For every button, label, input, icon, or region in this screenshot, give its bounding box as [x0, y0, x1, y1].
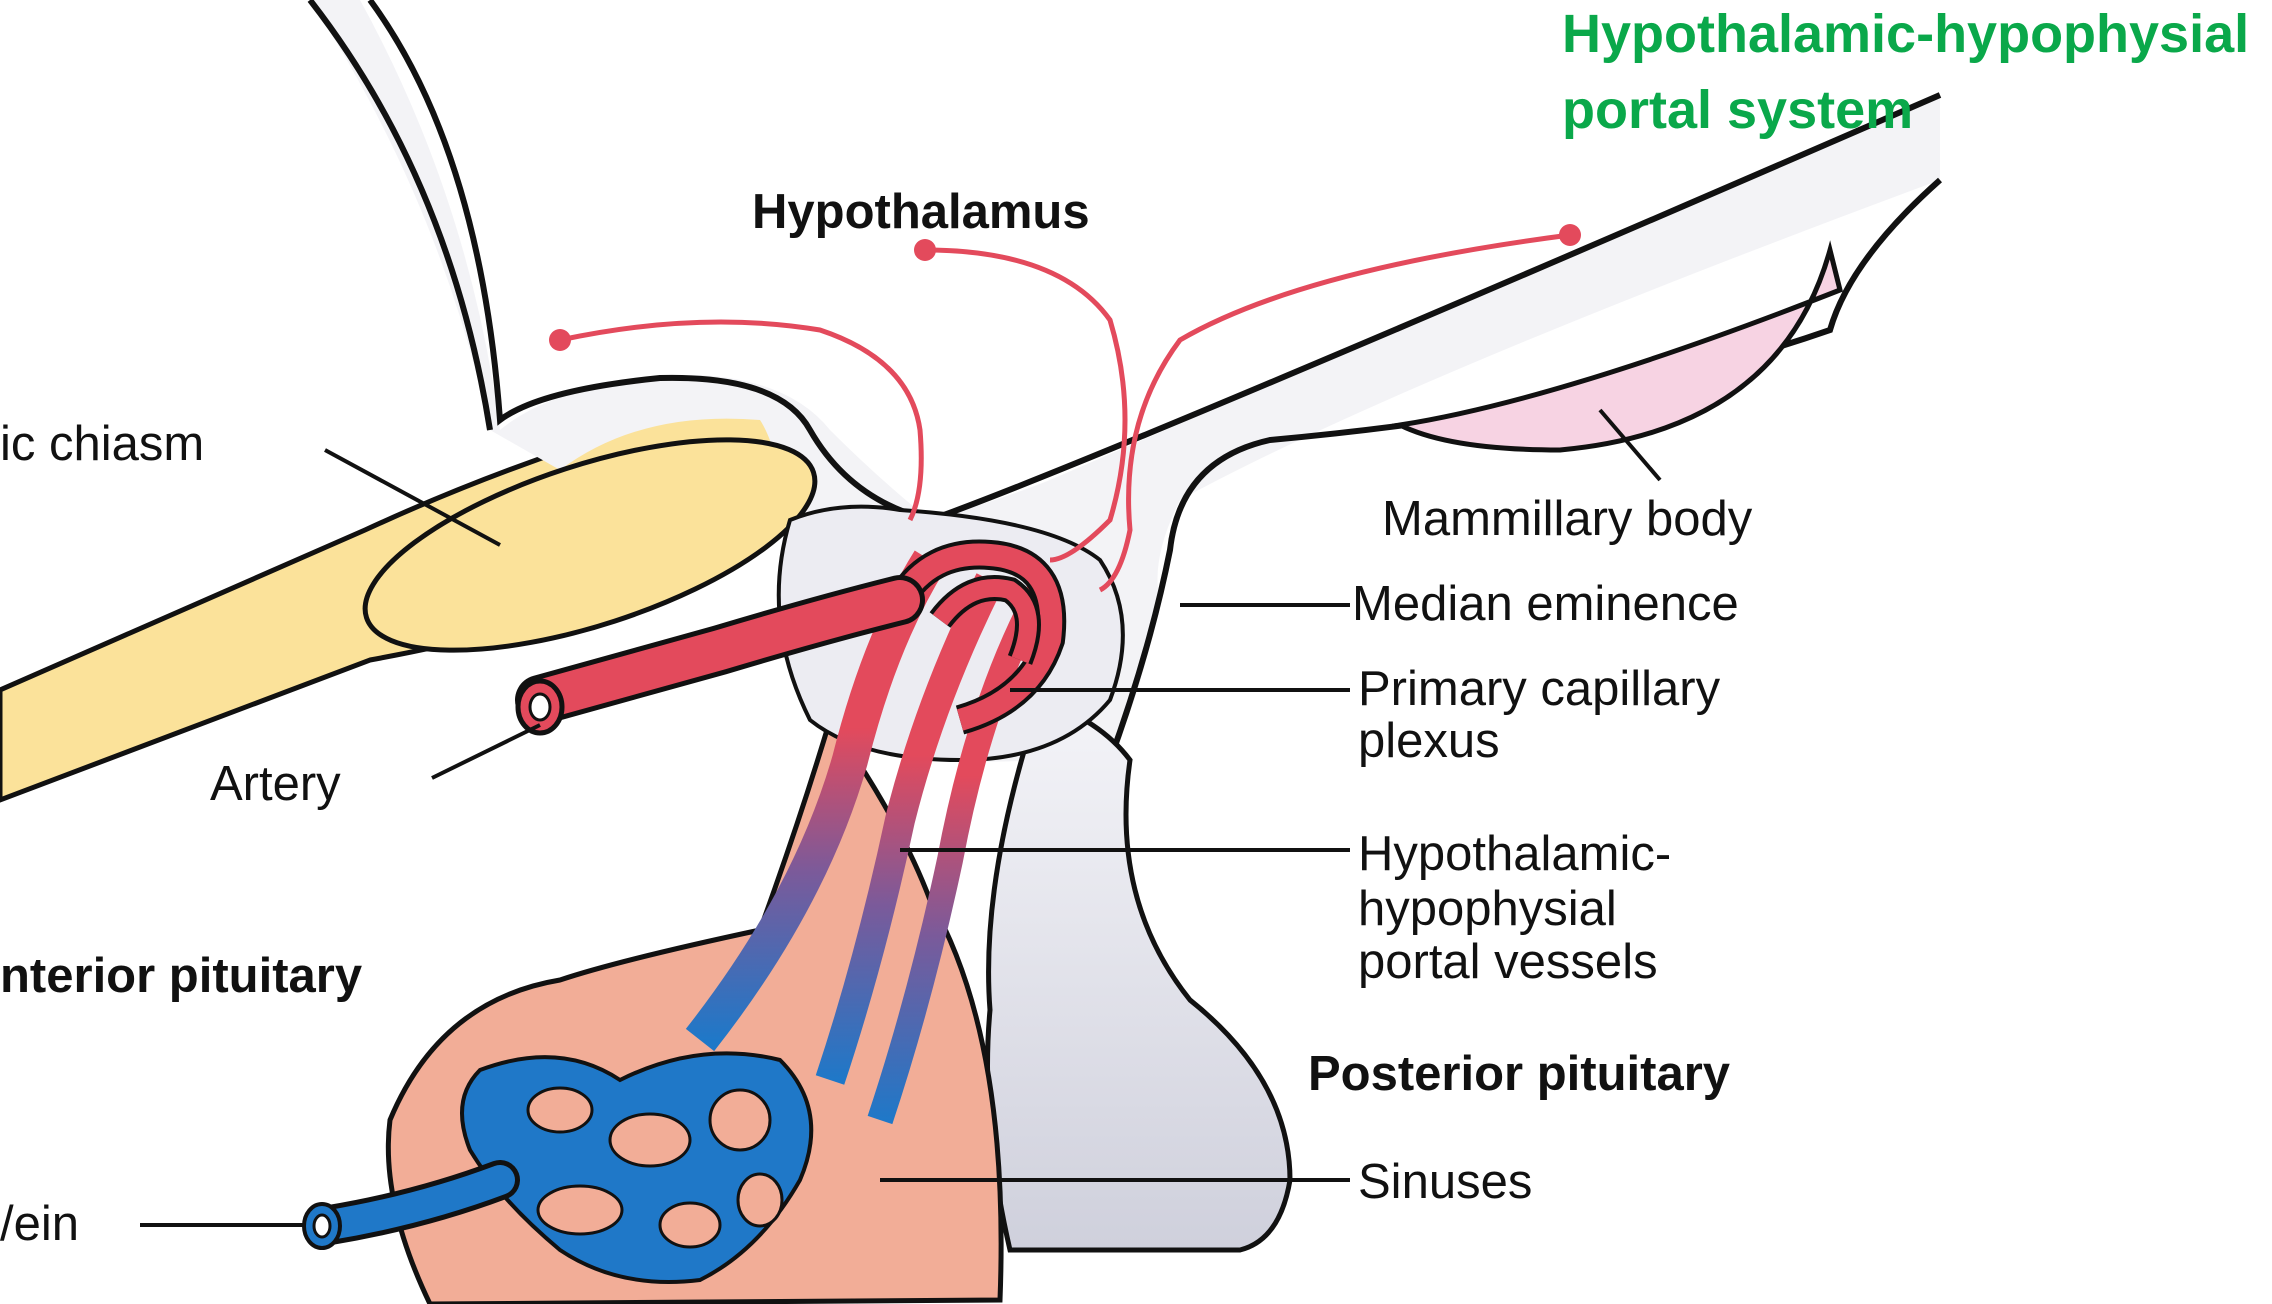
label-hypothalamus: Hypothalamus	[752, 185, 1090, 239]
label-optic-chiasm: ic chiasm	[0, 417, 204, 471]
label-primary-capillary-1: Primary capillary	[1358, 662, 1721, 716]
label-portal-vessels-2: hypophysial	[1358, 882, 1617, 936]
label-vein: /ein	[0, 1197, 79, 1251]
label-mammillary-body: Mammillary body	[1382, 492, 1753, 546]
label-artery: Artery	[210, 757, 341, 811]
label-median-eminence: Median eminence	[1352, 577, 1739, 631]
label-portal-vessels-3: portal vessels	[1358, 935, 1658, 989]
brain-left-edge	[310, 0, 490, 430]
title-line-1: Hypothalamic-hypophysial	[1562, 4, 2249, 64]
label-portal-vessels-1: Hypothalamic-	[1358, 827, 1671, 881]
label-primary-capillary-2: plexus	[1358, 714, 1500, 768]
label-sinuses: Sinuses	[1358, 1155, 1532, 1209]
title-line-2: portal system	[1562, 80, 1913, 140]
label-posterior-pituitary: Posterior pituitary	[1308, 1047, 1730, 1101]
posterior-pituitary	[988, 700, 1291, 1250]
label-anterior-pituitary: nterior pituitary	[0, 949, 362, 1003]
